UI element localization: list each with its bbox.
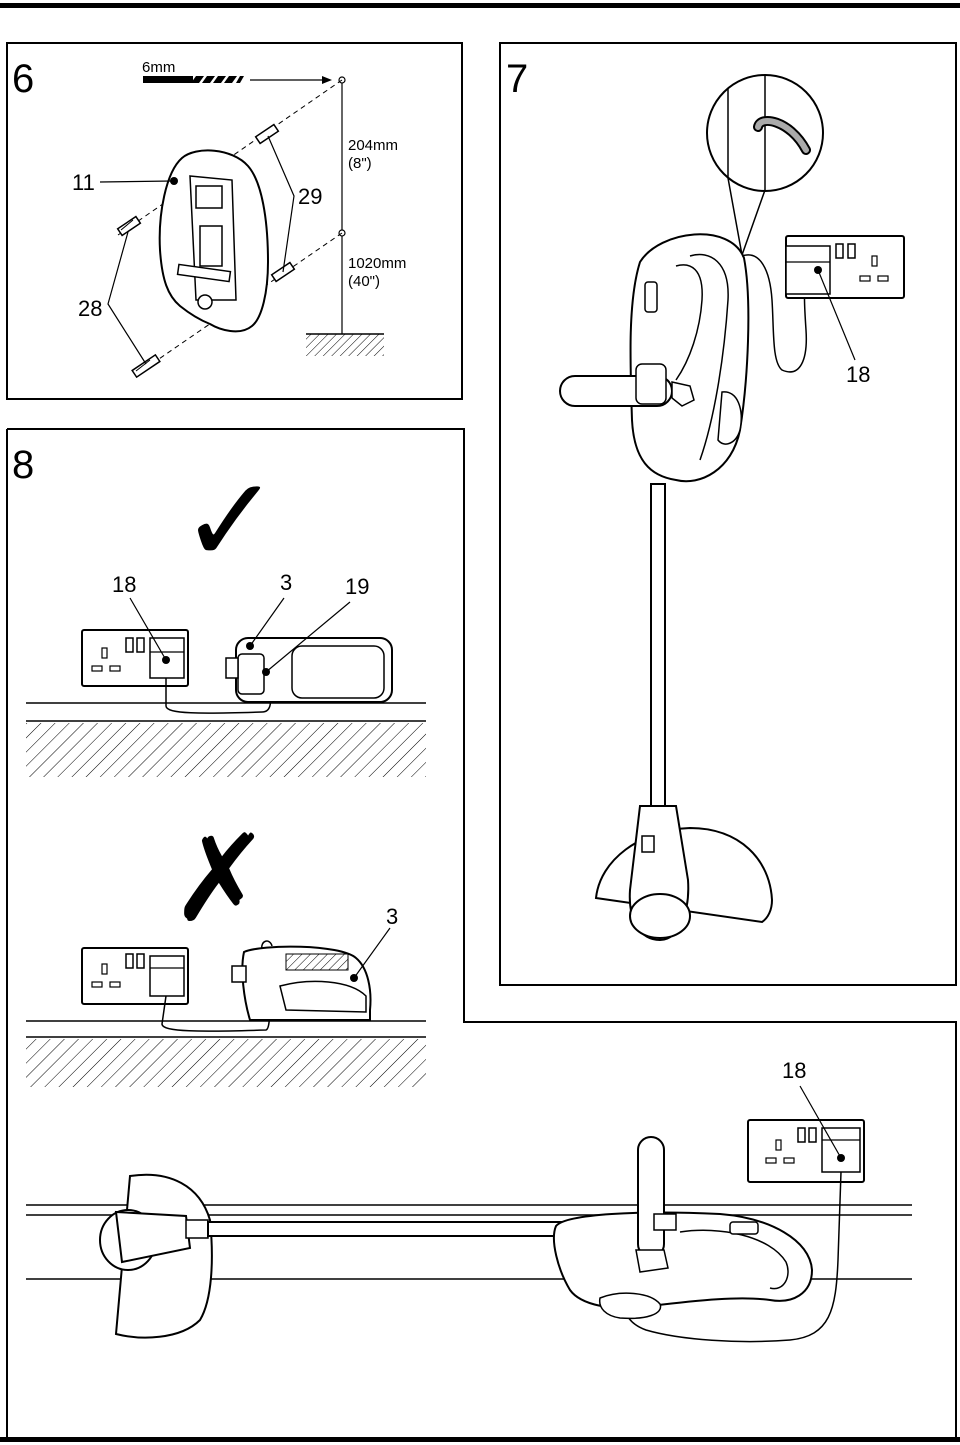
bracket-slot: [195, 185, 223, 209]
tool-vent: [285, 953, 349, 971]
callout-29: 29: [298, 184, 322, 209]
callout-3-wrong: 3: [386, 904, 398, 929]
callout-3-p8: 3: [280, 570, 292, 595]
dim-upper-inch: (8"): [348, 155, 372, 172]
body-lying: [552, 1211, 814, 1309]
bracket-rib: [176, 263, 232, 283]
panel-8: 8 ✓ 18 3 19 ✗ 3: [6, 428, 957, 1437]
body-switch-lying: [729, 1221, 759, 1235]
floor-hatch-6: [306, 334, 384, 356]
bracket-inner: [189, 175, 237, 301]
charger-plug-7: [785, 245, 831, 295]
callout-18-leader-7: [817, 269, 856, 361]
dim-lower: 1020mm: [348, 255, 406, 272]
bracket-dot: [170, 177, 178, 185]
aux-handle-knob: [671, 381, 695, 407]
panel-8-number: 8: [12, 443, 34, 487]
aux-handle-clamp-lying: [653, 1213, 677, 1231]
aux-handle-lying: [637, 1136, 665, 1258]
guide-lower: [139, 232, 343, 373]
socket-pin-7c: [877, 275, 889, 282]
battery-lying: [598, 1292, 662, 1320]
callout-11-leader: [99, 180, 173, 183]
trimmer-battery-hung: [717, 391, 742, 445]
correct-check-mark: ✓: [180, 452, 281, 591]
panel-6-frame: [6, 42, 463, 400]
socket-switch-7b: [847, 243, 856, 259]
panel-6: 6 6mm 204mm (8") 1020mm (40"): [6, 42, 463, 400]
callout-3-leader-8: [249, 597, 285, 647]
callout-11: 11: [72, 170, 95, 195]
detail-cable-inner: [755, 117, 809, 153]
callout-18-bottom-leader: [799, 1085, 842, 1159]
callout-28: 28: [78, 296, 102, 321]
bottom-rule: [0, 1437, 960, 1442]
callout-18-p7: 18: [846, 362, 870, 387]
callout-19-leader-8: [265, 601, 351, 673]
trimmer-spool-hung: [629, 893, 691, 939]
drill-arrow-head: [322, 76, 332, 84]
panel-6-number: 6: [12, 57, 34, 101]
trimmer-head-tab: [641, 835, 655, 853]
body-grip-lying: [679, 1229, 789, 1290]
socket-pin-7b: [859, 275, 871, 282]
tool-body-panel: [291, 645, 385, 699]
bracket-knob: [197, 294, 213, 310]
top-rule: [0, 3, 960, 8]
drill-bit-flutes: [191, 76, 244, 83]
wrong-cross-mark: ✗: [170, 810, 271, 949]
screw-lower: [131, 353, 161, 379]
dim-lower-inch: (40"): [348, 273, 380, 290]
trimmer-grip-hung: [689, 253, 729, 461]
socket-switch-7a: [835, 243, 844, 259]
shaft-lying: [207, 1221, 563, 1237]
socket-pin-7a: [871, 255, 878, 267]
tool-grip-upright: [279, 980, 367, 1013]
floor-storage-scene: 18: [26, 1058, 912, 1343]
dim-upper: 204mm: [348, 137, 398, 154]
trimmer-switch-hung: [644, 281, 658, 313]
trimmer-handle-slot: [675, 264, 703, 381]
panel-7: 7 18: [499, 42, 957, 986]
callout-18-bottom: 18: [782, 1058, 806, 1083]
callout-18-leader-8: [129, 597, 167, 661]
drill-bit-size-label: 6mm: [142, 59, 175, 76]
drill-bit: [143, 76, 193, 83]
tool-cap-flat: [225, 657, 239, 679]
charger-plug-8b: [149, 955, 185, 997]
shelf-8a-hatch: [26, 723, 426, 777]
callout-19-p8: 19: [345, 574, 369, 599]
shelf-8b-hatch: [26, 1039, 426, 1087]
tool-socket-flat: [237, 653, 265, 695]
callout-18-p8: 18: [112, 572, 136, 597]
charging-cable-bottom: [624, 1171, 842, 1343]
aux-handle-lying-knob: [635, 1249, 669, 1273]
panel-8-frame: [7, 428, 957, 1437]
trimmer-shaft-hung: [650, 483, 666, 807]
wall-plug-upper: [254, 123, 280, 145]
callout-29-leader: [267, 135, 295, 273]
charging-cable-7: [741, 254, 808, 373]
bracket-window: [199, 225, 223, 267]
tool-cap-upright: [231, 965, 247, 983]
callout-28-leader: [107, 231, 147, 365]
screw-upper: [116, 215, 142, 237]
callout-3-wrong-leader: [353, 927, 391, 979]
head-collar: [185, 1219, 209, 1239]
aux-handle-clamp: [635, 363, 667, 405]
trimmer-body-hung: [629, 233, 750, 483]
head-lying: [114, 1210, 192, 1264]
panel-7-frame: [499, 42, 957, 986]
panel-7-number: 7: [506, 57, 528, 101]
